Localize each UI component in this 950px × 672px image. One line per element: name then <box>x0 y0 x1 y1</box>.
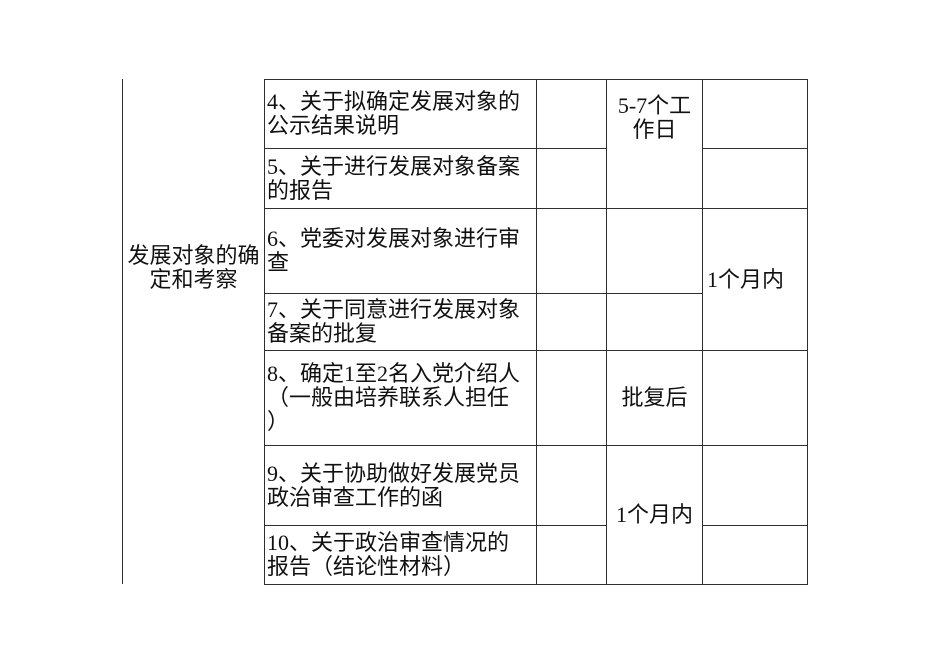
empty-cell-row-10 <box>536 525 607 585</box>
empty-cell-row-9 <box>536 445 607 526</box>
empty-cell-row-5 <box>536 148 607 209</box>
time-limit-cell-row-6 <box>606 208 703 294</box>
duration-cell-row-9 <box>702 445 808 526</box>
duration-cell-rows-6-7: 1个月内 <box>702 208 808 351</box>
material-cell-5: 5、关于进行发展对象备案 的报告 <box>264 148 537 209</box>
empty-cell-row-8 <box>536 350 607 446</box>
duration-cell-row-5 <box>702 148 808 209</box>
material-cell-9: 9、关于协助做好发展党员 政治审查工作的函 <box>264 445 537 526</box>
empty-cell-row-6 <box>536 208 607 294</box>
time-limit-cell-rows-4-5: 5-7个工 作日 <box>606 79 703 209</box>
empty-cell-row-4 <box>536 79 607 149</box>
empty-cell-row-7 <box>536 293 607 351</box>
duration-cell-row-4 <box>702 79 808 149</box>
material-cell-4: 4、关于拟确定发展对象的 公示结果说明 <box>264 79 537 149</box>
material-cell-10: 10、关于政治审查情况的 报告（结论性材料） <box>264 525 537 585</box>
stage-header-label: 发展对象的确 定和考察 <box>127 243 260 292</box>
material-cell-6: 6、党委对发展对象进行审 查 <box>264 208 537 294</box>
stage-header-cell: 发展对象的确 定和考察 <box>122 79 264 584</box>
duration-cell-row-10 <box>702 525 808 585</box>
time-limit-cell-row-8: 批复后 <box>606 350 703 446</box>
time-limit-cell-rows-9-10: 1个月内 <box>606 445 703 585</box>
material-cell-7: 7、关于同意进行发展对象 备案的批复 <box>264 293 537 351</box>
time-limit-cell-row-7 <box>606 293 703 351</box>
duration-cell-row-8 <box>702 350 808 446</box>
material-cell-8: 8、确定1至2名入党介绍人 （一般由培养联系人担任 ） <box>264 350 537 446</box>
